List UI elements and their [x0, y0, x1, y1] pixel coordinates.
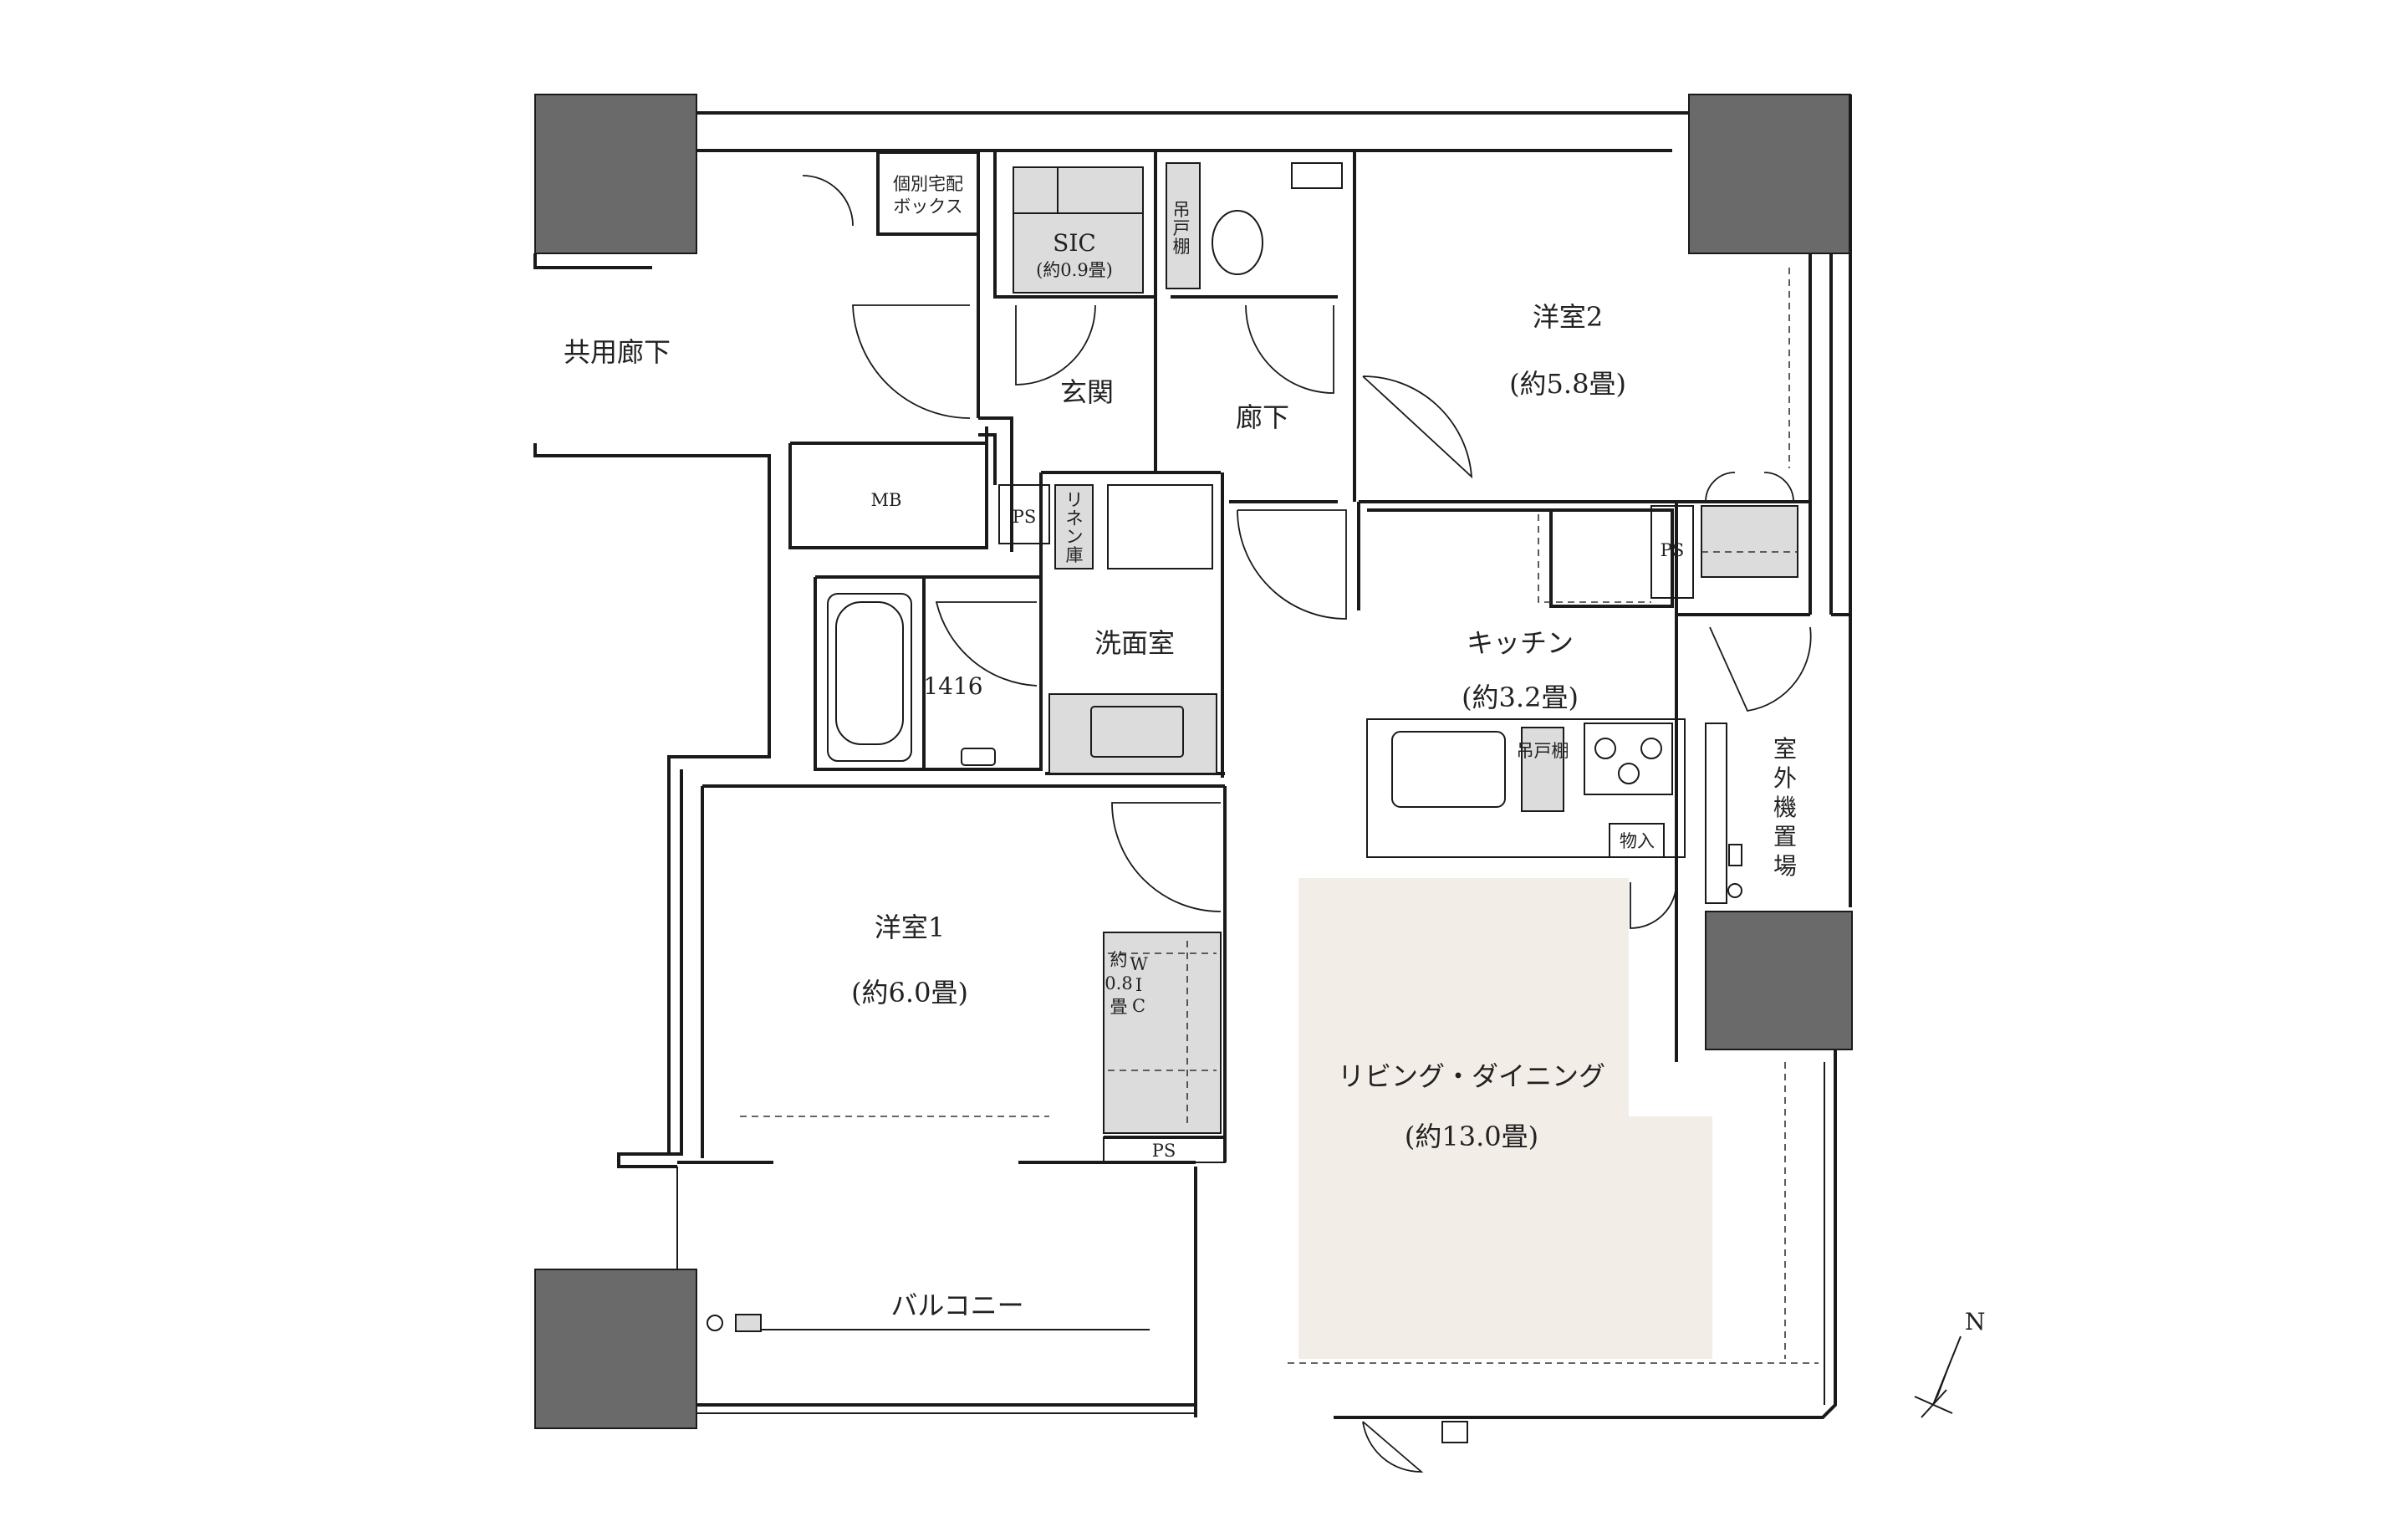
doors [802, 175, 1812, 1473]
wic-letter-i: I [1135, 975, 1142, 995]
stove [1584, 723, 1673, 795]
washroom-label: 洗面室 [1094, 627, 1175, 659]
bedroom1-door-swing [1111, 802, 1222, 912]
delivery-box-label-1: 個別宅配 [893, 174, 963, 194]
structural-columns [534, 94, 1853, 1429]
shoe-closet: SIC (約0.9畳) [1013, 166, 1144, 294]
outdoor-unit-label-5: 場 [1773, 852, 1797, 880]
sic-door-swing [1015, 304, 1096, 386]
outdoor-unit-label-3: 機 [1773, 794, 1797, 821]
bathtub: 1416 [827, 593, 996, 766]
bedroom1-label: 洋室1 [875, 912, 945, 943]
bedroom2-area: (約5.8畳) [1509, 368, 1626, 400]
delivery-box: 個別宅配 ボックス [877, 152, 979, 236]
wic-area-2: 0.8 [1105, 973, 1132, 993]
bedroom2-door-swing [1362, 375, 1473, 479]
kitchen-area: (約3.2畳) [1462, 682, 1579, 713]
wic-letter-w: W [1130, 954, 1148, 974]
interior-walls [701, 151, 1812, 1162]
ps-label-2: PS [1661, 540, 1685, 560]
kitchen-label: キッチン [1467, 627, 1574, 659]
outdoor-unit-area: 室 外 機 置 場 [1705, 723, 1797, 904]
wic-area-3: 畳 [1110, 997, 1128, 1017]
utility-spaces: MB PS PS PS [871, 484, 1694, 1163]
bath-size: 1416 [923, 672, 982, 700]
walk-in-closet: 約 0.8 畳 W I C [1103, 932, 1222, 1134]
entrance-label: 玄関 [1060, 376, 1114, 408]
washing-machine [1107, 484, 1213, 569]
toilet: 吊 戸 棚 [1166, 162, 1343, 289]
column-top-left [534, 94, 697, 254]
window-lines [740, 268, 1819, 1364]
linen-label-2: ネ [1066, 508, 1084, 529]
entrance-door-swing [852, 304, 971, 419]
balcony-fixtures [707, 1314, 1468, 1443]
wic-area-1: 約 [1110, 950, 1128, 970]
outdoor-unit-label-1: 室 [1773, 735, 1797, 763]
bedroom1-area: (約6.0畳) [851, 977, 968, 1009]
toilet-sink [1291, 162, 1343, 189]
linen-storage: リ ネ ン 庫 [1054, 484, 1213, 569]
wic-letter-c: C [1132, 996, 1145, 1016]
linen-label-3: ン [1066, 527, 1084, 547]
hallway-door-swing [1237, 509, 1347, 620]
delivery-box-label-2: ボックス [893, 197, 962, 217]
delivery-door-swing [802, 175, 854, 227]
outdoor-unit-label-4: 置 [1773, 823, 1797, 850]
kitchen-sink [1391, 731, 1506, 808]
vanity: 洗面室 [1048, 627, 1217, 774]
living-dining-area: (約13.0畳) [1405, 1121, 1538, 1152]
shared-corridor-label: 共用廊下 [564, 336, 671, 368]
hanging-shelf-label-1: 吊 [1173, 200, 1191, 220]
outer-walls [533, 94, 1852, 1419]
hanging-shelf-label-3: 棚 [1173, 237, 1191, 257]
storage-door-swing [1630, 881, 1677, 929]
hanging-shelf-label-2: 戸 [1173, 218, 1191, 238]
kitchen-island: 吊戸棚 物入 [1366, 718, 1686, 858]
bedroom2-closet [1701, 472, 1798, 578]
column-top-right [1688, 94, 1851, 254]
storage-label: 物入 [1620, 831, 1655, 851]
balcony-label: バルコニー [890, 1289, 1023, 1321]
sic-label: SIC [1053, 229, 1096, 257]
linen-label-4: 庫 [1066, 545, 1084, 565]
sic-area: (約0.9畳) [1036, 260, 1113, 280]
mb-label: MB [871, 490, 902, 510]
living-dining-highlight [1298, 878, 1712, 1359]
balcony-door-swing [1362, 1421, 1424, 1473]
column-bottom-left [534, 1269, 697, 1429]
ps-label-1: PS [1013, 507, 1037, 527]
north-arrow-icon: N [1914, 1308, 1986, 1418]
toilet-bowl [1212, 210, 1263, 275]
column-right-middle [1705, 911, 1853, 1050]
outdoor-unit-label-2: 外 [1773, 764, 1797, 792]
hanging-shelf-kitchen: 吊戸棚 [1517, 741, 1569, 761]
hallway-label: 廊下 [1236, 401, 1289, 433]
bedroom2-label: 洋室2 [1533, 301, 1603, 333]
room-labels: 共用廊下 玄関 廊下 洋室2 (約5.8畳) キッチン (約3.2畳) 洋室1 … [564, 301, 1626, 1321]
north-label: N [1965, 1308, 1986, 1335]
bath-door-swing [935, 601, 1038, 687]
living-dining-label: リビング・ダイニング [1338, 1060, 1605, 1092]
ps-label-3: PS [1152, 1141, 1176, 1161]
linen-label-1: リ [1066, 490, 1084, 510]
toilet-door-swing [1245, 304, 1334, 394]
outdoor-door-swing [1709, 626, 1812, 712]
